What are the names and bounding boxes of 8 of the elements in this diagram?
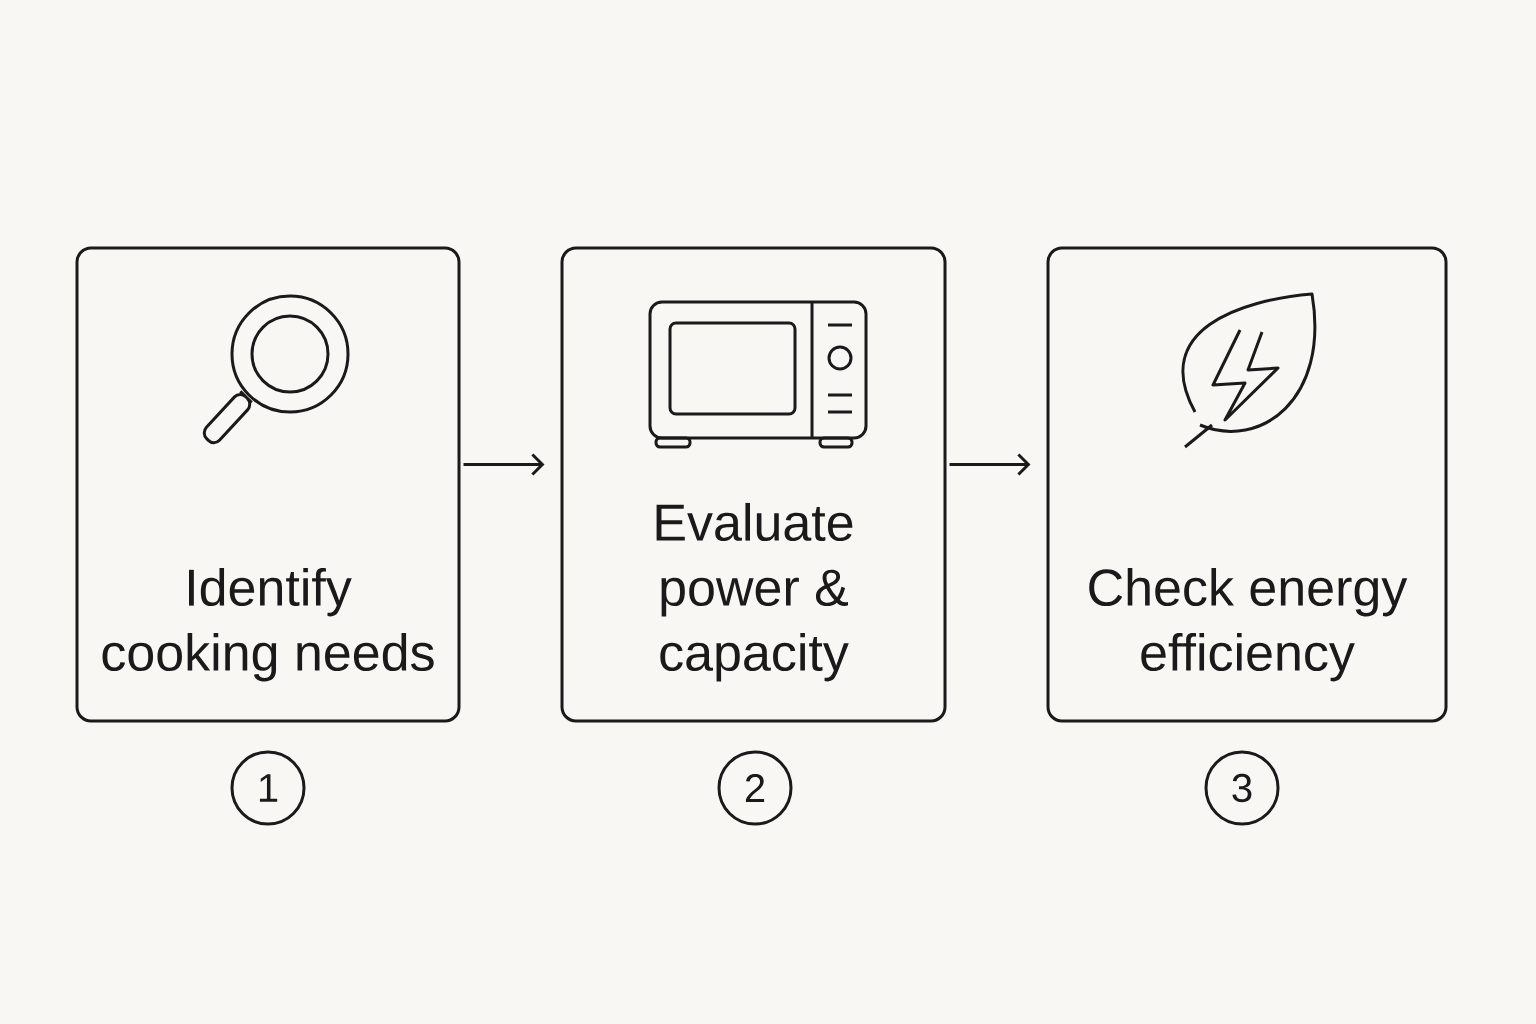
step-box: Check energy efficiency bbox=[1046, 246, 1448, 723]
step-number: 3 bbox=[1204, 750, 1280, 826]
arrow bbox=[949, 453, 1031, 476]
step-box: Identify cooking needs bbox=[75, 246, 461, 723]
arrow bbox=[463, 453, 545, 476]
step-number: 2 bbox=[717, 750, 793, 826]
step-number: 1 bbox=[230, 750, 306, 826]
step-box: Evaluate power & capacity bbox=[560, 246, 947, 723]
